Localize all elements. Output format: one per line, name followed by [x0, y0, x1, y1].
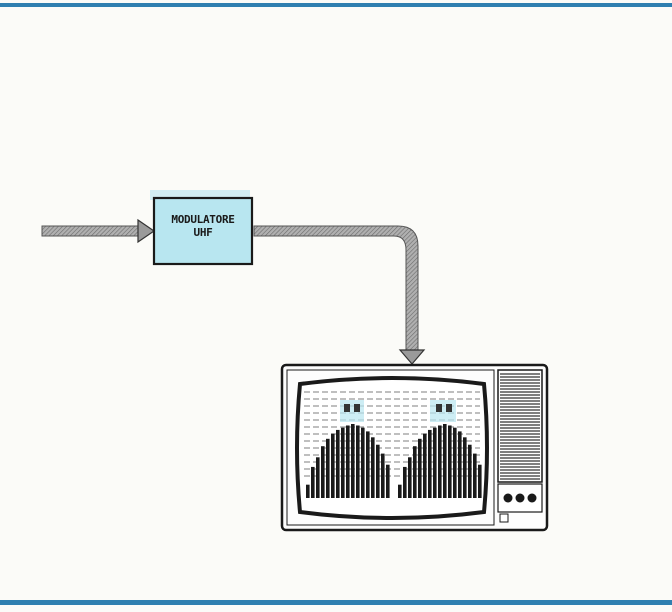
- screen-bar: [453, 428, 457, 498]
- screen-bar: [346, 425, 350, 498]
- screen-bar: [316, 457, 320, 498]
- screen-bar: [418, 439, 422, 498]
- screen-bar: [478, 465, 482, 498]
- modulator-label-line2: UHF: [155, 226, 251, 239]
- screen-bar: [443, 424, 447, 498]
- input-arrow: [42, 220, 154, 242]
- screen-bar: [306, 485, 310, 498]
- screen-bar: [423, 434, 427, 498]
- screen-bar: [438, 425, 442, 498]
- knob-1: [504, 494, 513, 503]
- modulator-label: MODULATORE UHF: [155, 213, 251, 239]
- screen-bar: [376, 445, 380, 498]
- screen-bar: [463, 437, 467, 498]
- screen-bar: [468, 445, 472, 498]
- screen-bar: [398, 485, 402, 498]
- television: [282, 365, 547, 530]
- power-switch: [500, 514, 508, 522]
- knob-3: [528, 494, 537, 503]
- screen-bar: [458, 431, 462, 498]
- screen-bar: [351, 424, 355, 498]
- screen-bar: [356, 425, 360, 498]
- screen-bar: [361, 428, 365, 498]
- screen-bar: [473, 454, 477, 498]
- screen-bar: [331, 434, 335, 498]
- knob-2: [516, 494, 525, 503]
- screen-bar: [381, 454, 385, 498]
- screen-bar: [321, 446, 325, 498]
- screen-bar: [413, 446, 417, 498]
- screen-bar: [428, 430, 432, 498]
- screen-bar: [326, 439, 330, 498]
- output-pipe: [254, 226, 424, 364]
- modulator-label-line1: MODULATORE: [155, 213, 251, 226]
- screen-bar: [386, 465, 390, 498]
- screen-bar: [311, 467, 315, 498]
- screen-bar: [403, 467, 407, 498]
- screen-bar: [448, 425, 452, 498]
- screen-bar: [408, 457, 412, 498]
- screen-bar: [341, 428, 345, 498]
- screen-bar: [336, 430, 340, 498]
- screen-bar: [371, 437, 375, 498]
- screen-bar: [366, 431, 370, 498]
- screen-bar: [433, 428, 437, 498]
